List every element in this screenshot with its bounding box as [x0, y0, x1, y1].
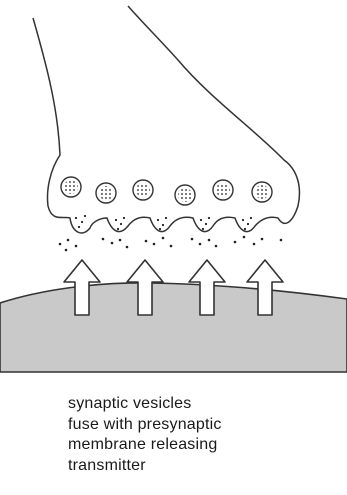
- vesicle: [99, 186, 113, 200]
- transmitter-molecules: [59, 236, 283, 252]
- synapse-diagram: [0, 0, 347, 380]
- vesicle: [136, 183, 150, 197]
- vesicle: [255, 185, 269, 199]
- caption-line: transmitter: [68, 456, 338, 477]
- vesicle: [216, 183, 230, 197]
- vesicle: [64, 180, 78, 194]
- diagram-caption: synaptic vesicles fuse with presynaptic …: [68, 394, 338, 476]
- caption-line: fuse with presynaptic: [68, 415, 338, 436]
- postsynaptic-cell: [0, 283, 347, 372]
- vesicle: [178, 188, 192, 202]
- caption-line: synaptic vesicles: [68, 394, 338, 415]
- caption-line: membrane releasing: [68, 435, 338, 456]
- synaptic-vesicles: [61, 177, 272, 205]
